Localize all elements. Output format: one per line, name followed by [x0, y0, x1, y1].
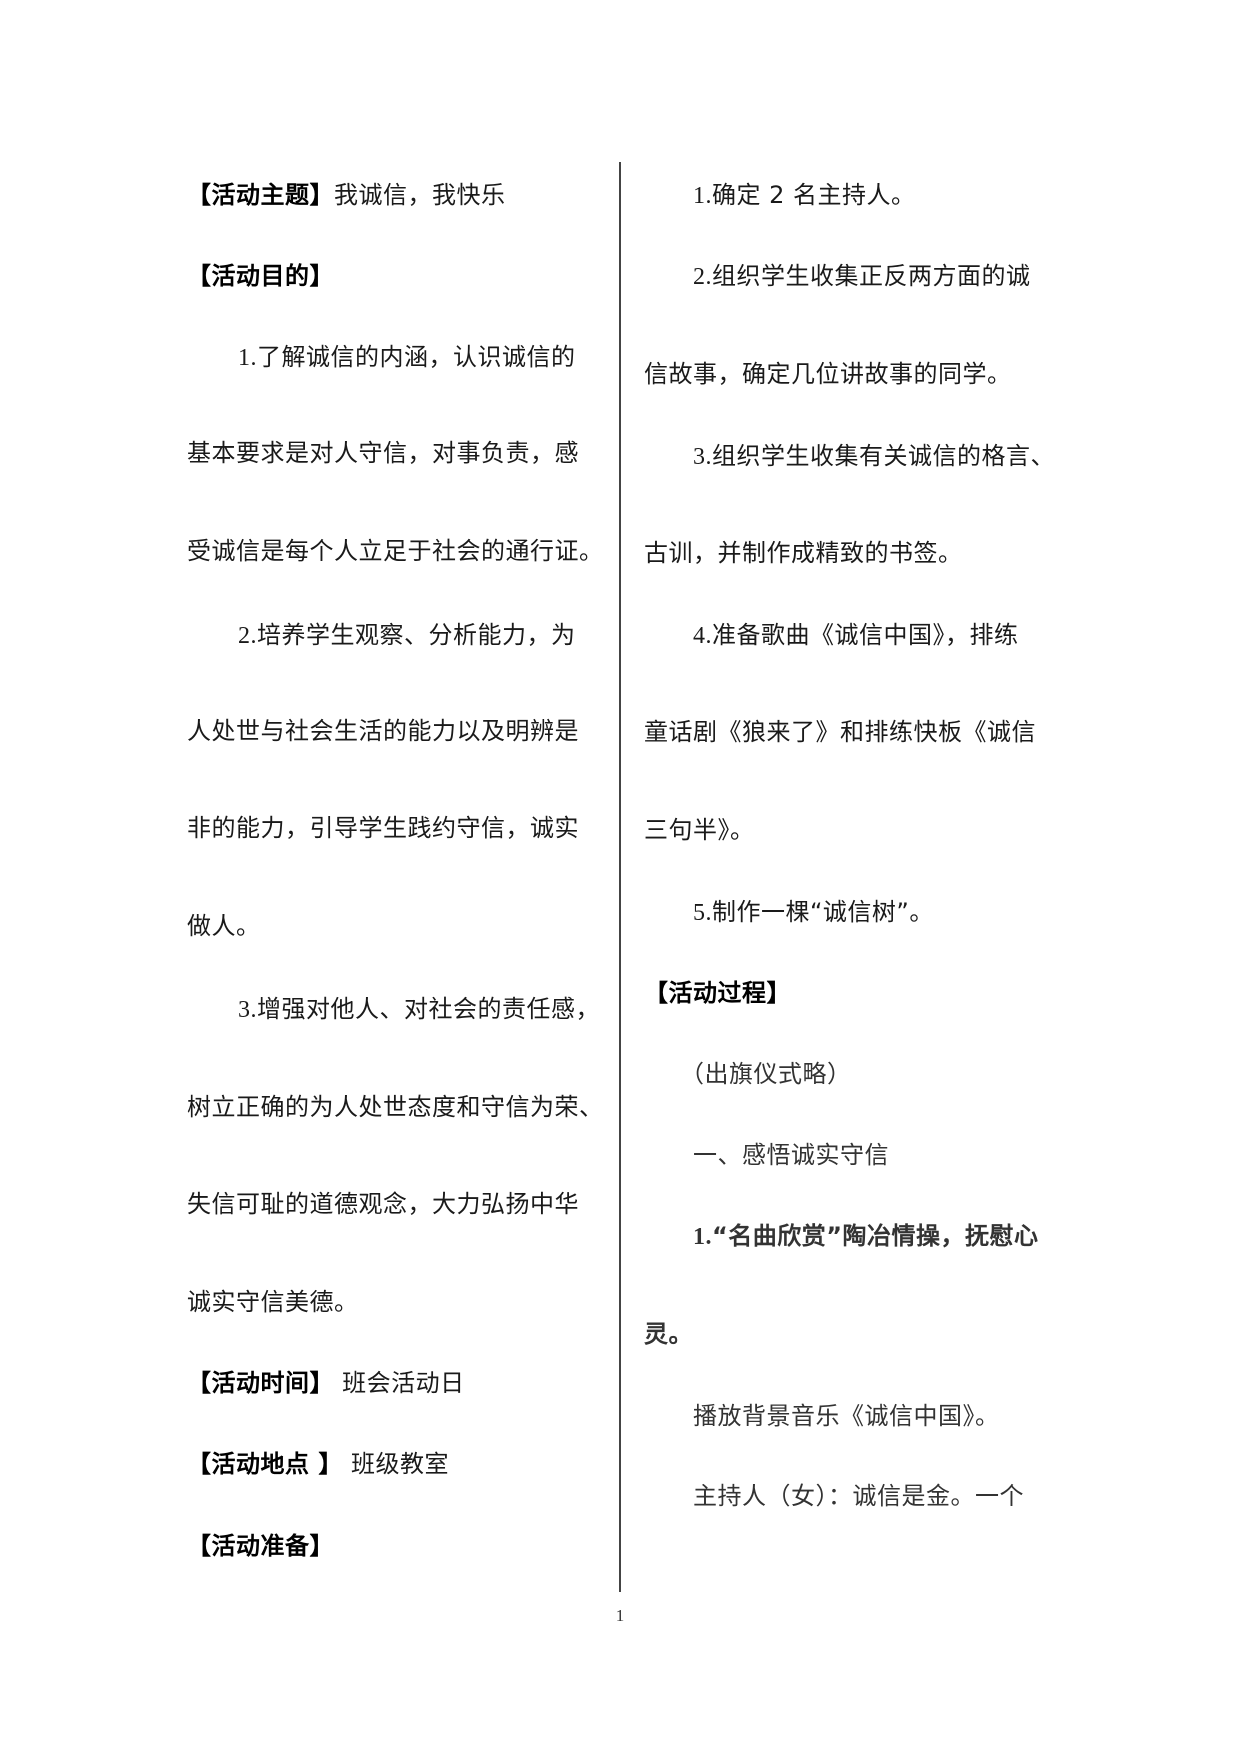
activity-theme-value: 我诚信，我快乐: [334, 181, 506, 209]
activity-time-label: 【活动时间】: [187, 1369, 334, 1397]
prep-item-2-line-2: 信故事，确定几位讲故事的同学。: [644, 360, 1012, 388]
purpose-item-3-line-1: 3.增强对他人、对社会的责任感，: [238, 995, 600, 1023]
activity-process-heading: 【活动过程】: [644, 979, 791, 1007]
subsection-1-line-1: 1.“名曲欣赏”陶冶情操，抚慰心: [693, 1222, 1039, 1250]
activity-preparation-heading: 【活动准备】: [187, 1532, 334, 1560]
activity-place-value: 班级教室: [351, 1450, 449, 1478]
prep-item-3-line-2: 古训，并制作成精致的书签。: [644, 539, 963, 567]
subsection-1-line-2: 灵。: [644, 1320, 693, 1348]
purpose-item-2-line-4: 做人。: [187, 912, 261, 940]
section-one-heading: 一、感悟诚实守信: [693, 1141, 889, 1169]
prep-item-4-line-3: 三句半》。: [644, 816, 755, 844]
purpose-item-2-line-2: 人处世与社会生活的能力以及明辨是: [187, 717, 579, 745]
prep-item-4-line-1: 4.准备歌曲《诚信中国》，排练: [693, 621, 1019, 649]
prep-item-3-line-1: 3.组织学生收集有关诚信的格言、: [693, 442, 1055, 470]
activity-purpose-heading: 【活动目的】: [187, 262, 334, 290]
activity-place: 【活动地点 】 班级教室: [187, 1449, 449, 1479]
activity-theme: 【活动主题】我诚信，我快乐: [187, 180, 506, 210]
flag-ceremony-note: （出旗仪式略）: [680, 1060, 852, 1088]
column-divider: [619, 162, 621, 1592]
activity-place-label: 【活动地点 】: [187, 1450, 343, 1478]
purpose-item-2-line-3: 非的能力，引导学生践约守信，诚实: [187, 814, 579, 842]
purpose-item-1-line-1: 1.了解诚信的内涵，认识诚信的: [238, 343, 576, 371]
purpose-item-2-line-1: 2.培养学生观察、分析能力，为: [238, 621, 576, 649]
prep-item-5: 5.制作一棵“诚信树”。: [693, 898, 934, 926]
host-line-text: 主持人（女）：诚信是金。一个: [693, 1482, 1024, 1510]
prep-item-4-line-2: 童话剧《狼来了》和排练快板《诚信: [644, 718, 1036, 746]
play-music-text: 播放背景音乐《诚信中国》。: [693, 1402, 1000, 1430]
purpose-item-3-line-2: 树立正确的为人处世态度和守信为荣、: [187, 1093, 604, 1121]
activity-time-value: 班会活动日: [342, 1369, 465, 1397]
purpose-item-1-line-2: 基本要求是对人守信，对事负责，感: [187, 439, 579, 467]
page-number: 1: [615, 1606, 625, 1625]
purpose-item-3-line-3: 失信可耻的道德观念，大力弘扬中华: [187, 1190, 579, 1218]
purpose-item-1-line-3: 受诚信是每个人立足于社会的通行证。: [187, 537, 604, 565]
prep-item-2-line-1: 2.组织学生收集正反两方面的诚: [693, 262, 1031, 290]
prep-item-1: 1.确定 2 名主持人。: [693, 181, 916, 209]
activity-theme-label: 【活动主题】: [187, 181, 334, 209]
purpose-item-3-line-4: 诚实守信美德。: [187, 1288, 359, 1316]
activity-time: 【活动时间】 班会活动日: [187, 1368, 465, 1398]
